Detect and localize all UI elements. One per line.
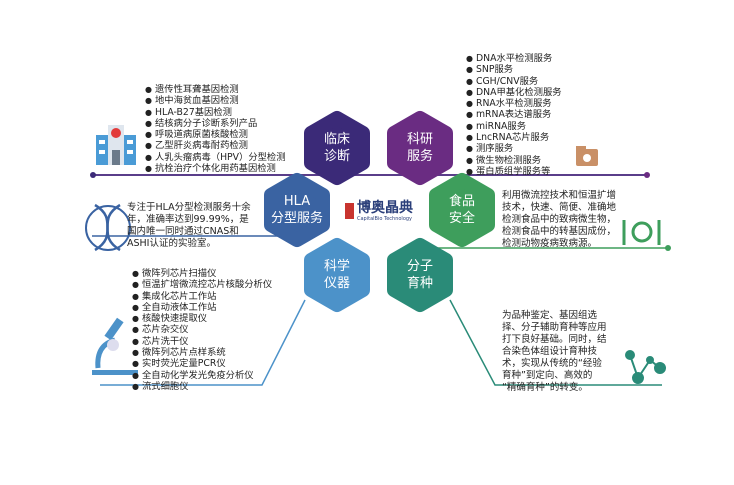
text-line: 打下良好基础。同时，结 [502,334,607,345]
text-line: 利用微流控技术和恒温扩增 [502,190,617,201]
list-item: 呼吸道病原菌核酸检测 [145,129,286,140]
research-folder-icon [576,146,598,166]
breeding-line [449,299,662,386]
list-item: HLA-B27基因检测 [145,107,286,118]
list-item: 全自动化学发光免疫分析仪 [132,370,272,381]
hex-label: 科研 [406,132,433,147]
list-item: miRNA服务 [466,121,562,132]
text-line: “精确育种”的转变。 [502,382,588,393]
text-line: ASHI认证的实验室。 [127,238,216,249]
dna-icon [85,203,131,252]
logo-name-cn: 博奥晶典 [357,200,413,216]
list-item: CGH/CNV服务 [466,76,562,87]
hex-hla-typing[interactable]: HLA 分型服务 [257,193,337,227]
logo-name-en: CapitalBio Technology [357,216,413,222]
list-item: LncRNA芯片服务 [466,132,562,143]
hex-clinical-diagnosis[interactable]: 临床诊断 [297,131,377,165]
list-item: 微生物检测服务 [466,155,562,166]
text-line: 合染色体组设计育种技 [502,346,598,357]
hex-label: 科学 [323,259,350,274]
hexagon-research[interactable] [387,111,453,185]
center-logo-mark [345,203,354,219]
list-item: 地中海贫血基因检测 [145,95,286,106]
list-item: 乙型肝炎病毒耐药检测 [145,140,286,151]
center-logo: 博奥晶典 CapitalBio Technology [357,200,413,223]
text-line: 国内唯一同时通过CNAS和 [127,226,239,237]
list-item: mRNA表达谱服务 [466,109,562,120]
clinical-list: 遗传性耳聋基因检测地中海贫血基因检测HLA-B27基因检测结核病分子诊断系列产品… [145,84,286,174]
list-item: 芯片杂交仪 [132,324,272,335]
hex-label: 育种 [406,276,433,291]
text-line: 术，实现从传统的“经验 [502,358,602,369]
text-line: 专注于HLA分型检测服务十余 [127,202,251,213]
food-description: 利用微流控技术和恒温扩增技术，快速、简便、准确地检测食品中的致病微生物，检测食品… [502,190,616,250]
text-line: 检测动物疫病致病源。 [502,238,598,249]
list-item: 恒温扩增微流控芯片核酸分析仪 [132,279,272,290]
list-item: 遗传性耳聋基因检测 [145,84,286,95]
list-item: RNA水平检测服务 [466,98,562,109]
list-item: SNP服务 [466,64,562,75]
hexagon-breeding[interactable] [387,238,453,312]
research-list: DNA水平检测服务SNP服务CGH/CNV服务DNA甲基化检测服务RNA水平检测… [466,53,562,177]
list-item: 微阵列芯片点样系统 [132,347,272,358]
list-item: 全自动液体工作站 [132,302,272,313]
microscope-icon [92,317,138,375]
hospital-icon [96,125,136,165]
hex-label: 分子 [406,259,433,274]
hex-food-safety[interactable]: 食品安全 [422,193,502,227]
hex-research-services[interactable]: 科研服务 [380,131,460,165]
list-item: 流式细胞仪 [132,381,272,392]
list-item: 微阵列芯片扫描仪 [132,268,272,279]
list-item: DNA水平检测服务 [466,53,562,64]
text-line: 为品种鉴定、基因组选 [502,310,598,321]
hex-label: 安全 [448,211,475,226]
list-item: 结核病分子诊断系列产品 [145,118,286,129]
hex-scientific-instruments[interactable]: 科学仪器 [297,258,377,292]
text-line: 择、分子辅助育种等应用 [502,322,607,333]
instrument-list: 微阵列芯片扫描仪恒温扩增微流控芯片核酸分析仪集成化芯片工作站全自动液体工作站核酸… [132,268,272,392]
list-item: 蛋白质组学服务等 [466,166,562,177]
list-item: DNA甲基化检测服务 [466,87,562,98]
hexagon-clinical[interactable] [304,111,370,185]
hex-label: 服务 [406,149,433,164]
hex-label: HLA [283,194,311,209]
list-item: 芯片洗干仪 [132,336,272,347]
list-item: 抗栓治疗个体化用药基因检测 [145,163,286,174]
list-item: 测序服务 [466,143,562,154]
text-line: 技术，快速、简便、准确地 [502,202,617,213]
list-item: 人乳头瘤病毒（HPV）分型检测 [145,152,286,163]
text-line: 育种”到定向、高效的 [502,370,593,381]
hex-molecular-breeding[interactable]: 分子育种 [380,258,460,292]
text-line: 检测食品中的致病微生物， [502,214,617,225]
breeding-description: 为品种鉴定、基因组选择、分子辅助育种等应用打下良好基础。同时，结合染色体组设计育… [502,310,607,394]
hex-label: 食品 [448,194,475,209]
hla-description: 专注于HLA分型检测服务十余年，准确率达到99.99%，是国内唯一同时通过CNA… [127,202,251,250]
food-line [430,245,671,251]
plate-cutlery-icon [622,220,661,245]
hex-label: 仪器 [323,276,350,291]
list-item: 实时荧光定量PCR仪 [132,358,272,369]
hex-label: 诊断 [323,149,350,164]
hexagon-hla[interactable] [264,173,330,247]
list-item: 集成化芯片工作站 [132,291,272,302]
hex-label: 分型服务 [270,211,323,226]
molecule-icon [625,350,666,384]
hexagon-food[interactable] [429,173,495,247]
text-line: 年，准确率达到99.99%，是 [127,214,249,225]
hex-label: 临床 [323,132,350,147]
text-line: 检测食品中的转基因成份， [502,226,617,237]
list-item: 核酸快速提取仪 [132,313,272,324]
hexagon-instruments[interactable] [304,238,370,312]
